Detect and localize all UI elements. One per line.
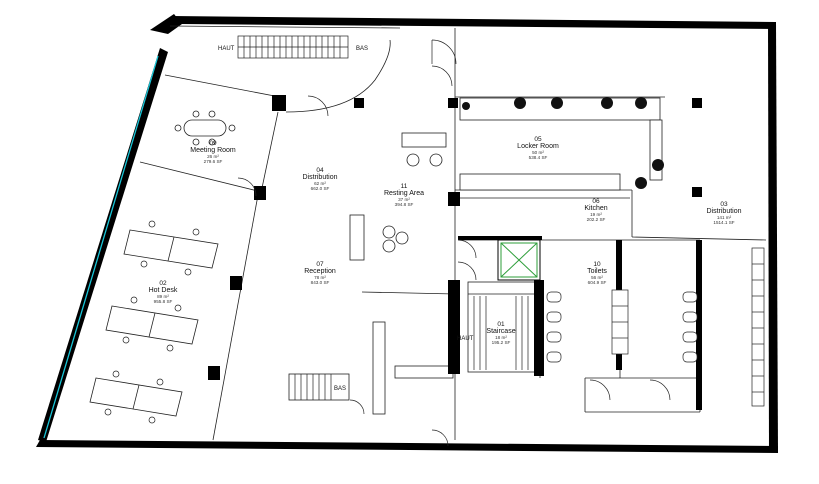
room-area-sf: 955.8 SF: [154, 299, 173, 304]
room-area-sf: 604.9 SF: [588, 280, 607, 285]
room-number: 03: [720, 201, 728, 208]
room-area-sf: 538.4 SF: [529, 155, 548, 160]
room-name: Distribution: [302, 174, 337, 181]
stair-down-tag-south: BAS: [334, 386, 346, 392]
core-stair-treads: [473, 296, 529, 370]
room-area-sf: 662.0 SF: [311, 186, 330, 191]
stair-up-tag-core: HAUT: [457, 336, 474, 342]
east-locker-strip: [751, 247, 765, 407]
room-number: 02: [159, 280, 167, 287]
room-area-m2: 89 m²: [157, 294, 169, 299]
room-area-sf: 843.0 SF: [311, 280, 330, 285]
door-swings: [237, 39, 671, 447]
hot-desk-clusters: [89, 229, 219, 417]
stair-down-tag-north: BAS: [356, 46, 368, 52]
main-stair-treads: [237, 35, 349, 59]
room-area-m2: 18 m²: [495, 335, 507, 340]
hot-desk-chairs: [104, 220, 200, 424]
west-window-glazing: [43, 55, 159, 439]
room-name: Resting Area: [384, 190, 424, 197]
room-area-m2: 141 m²: [717, 215, 732, 220]
room-name: Hot Desk: [149, 287, 178, 294]
room-number: 07: [316, 261, 324, 268]
room-name: Kitchen: [584, 205, 607, 212]
meeting-table: [174, 110, 236, 146]
toilet-cubicles: [546, 289, 698, 363]
interior-lines: [139, 25, 767, 441]
exterior-walls: [36, 14, 778, 453]
room-name: Locker Room: [517, 143, 559, 150]
room-name: Reception: [304, 268, 336, 275]
room-area-sf: 279.6 SF: [204, 159, 223, 164]
room-number: 01: [497, 321, 505, 328]
stair-up-tag-north: HAUT: [218, 46, 235, 52]
room-name: Distribution: [706, 208, 741, 215]
room-number: 06: [592, 198, 600, 205]
room-number: 11: [401, 183, 408, 190]
room-area-m2: 19 m²: [590, 212, 602, 217]
room-area-m2: 26 m²: [207, 154, 219, 159]
room-area-sf: 394.8 SF: [395, 202, 414, 207]
room-name: Meeting Room: [190, 147, 236, 154]
room-number: 09: [209, 140, 217, 147]
room-area-sf: 195.2 SF: [492, 340, 511, 345]
room-number: 10: [593, 261, 601, 268]
room-area-m2: 37 m²: [398, 197, 410, 202]
room-number: 05: [534, 136, 542, 143]
room-area-sf: 202.2 SF: [587, 217, 606, 222]
room-area-m2: 62 m²: [314, 181, 326, 186]
resting-area-seating: [382, 153, 443, 253]
lower-stair-treads: [294, 374, 332, 400]
room-name: Staircase: [486, 328, 515, 335]
room-area-m2: 78 m²: [314, 275, 326, 280]
elevator-shaft: [500, 242, 538, 278]
locker-room-benches: [459, 97, 663, 191]
room-area-sf: 1514.1 SF: [713, 220, 734, 225]
room-area-m2: 56 m²: [591, 275, 603, 280]
room-name: Toilets: [587, 268, 607, 275]
decorative-plants: [462, 97, 664, 189]
room-number: 04: [316, 167, 324, 174]
room-area-m2: 50 m²: [532, 150, 544, 155]
